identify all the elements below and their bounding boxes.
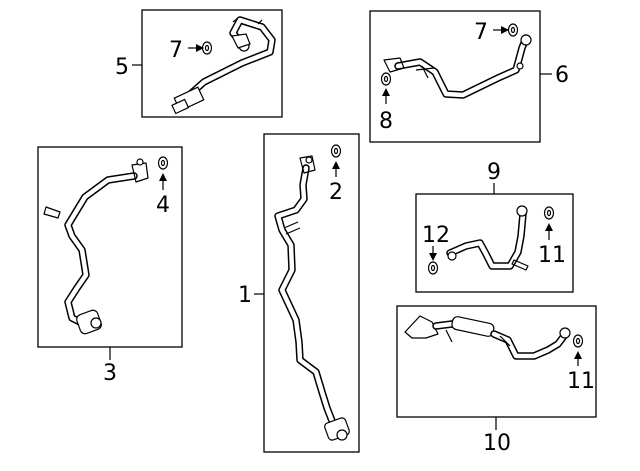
box-6 [369, 10, 541, 143]
callout-9: 9 [487, 160, 501, 185]
washer-2-icon [330, 144, 342, 158]
arrow-8 [382, 88, 390, 96]
arrow-11b [574, 351, 582, 359]
arrow-2 [332, 161, 340, 169]
group-6: 7 8 6 [369, 10, 569, 143]
pipe-1-drawing [274, 155, 350, 441]
callout-10: 10 [483, 431, 511, 456]
group-1: 2 1 [238, 133, 360, 453]
washer-7b-icon [507, 23, 519, 37]
pipe-3-drawing [43, 158, 149, 335]
callout-3: 3 [103, 361, 117, 386]
box-10 [396, 305, 597, 418]
washer-4-icon [157, 156, 169, 170]
callout-5: 5 [115, 55, 129, 80]
pipe-5-drawing [171, 16, 276, 115]
callout-1: 1 [238, 283, 252, 308]
washer-11b-icon [572, 334, 584, 348]
arrow-7b [501, 26, 509, 34]
pipe-6-drawing [383, 34, 532, 99]
group-9: 9 12 11 [415, 160, 574, 293]
arrow-12 [429, 253, 437, 261]
pipe-10-drawing [404, 315, 571, 360]
washer-11a-icon [543, 206, 555, 220]
callout-6: 6 [555, 63, 569, 88]
group-5: 7 5 [115, 9, 283, 118]
washer-8-icon [380, 72, 392, 86]
callout-11a: 11 [538, 243, 566, 268]
box-5 [141, 9, 283, 118]
arrow-4 [159, 173, 167, 181]
arrow-11a [545, 223, 553, 231]
washer-12-icon [427, 261, 439, 275]
pipe-9-drawing [446, 205, 529, 271]
arrow-7a [196, 44, 204, 52]
group-10: 11 10 [396, 305, 597, 456]
callout-4: 4 [156, 193, 170, 218]
callout-8: 8 [379, 109, 393, 134]
callout-2: 2 [329, 180, 343, 205]
callout-7b: 7 [474, 20, 488, 45]
group-3: 4 3 [37, 146, 183, 386]
callout-7a: 7 [169, 38, 183, 63]
callout-12: 12 [422, 223, 450, 248]
callout-11b: 11 [567, 369, 595, 394]
box-1 [263, 133, 360, 453]
